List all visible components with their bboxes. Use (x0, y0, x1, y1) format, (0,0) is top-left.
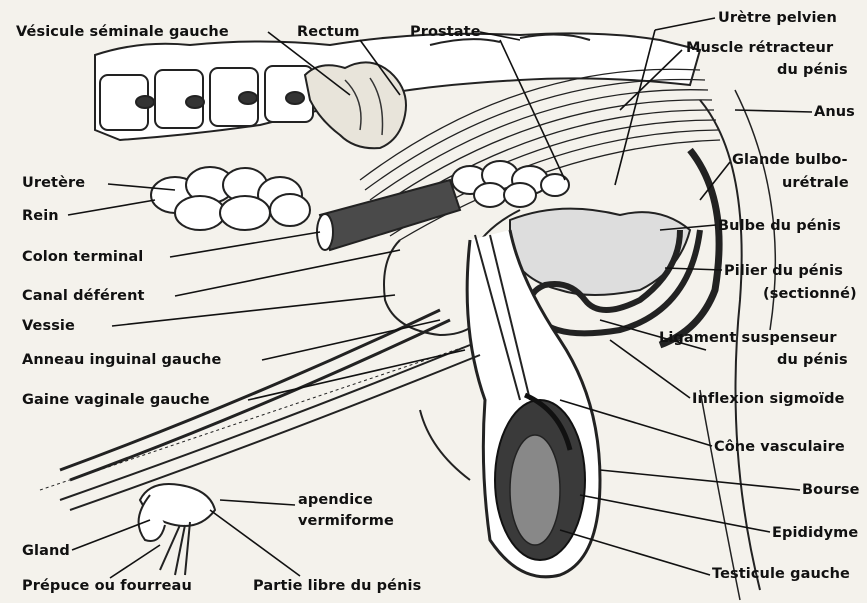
kidney-shape (151, 167, 310, 230)
label-anus: Anus (814, 104, 855, 120)
label-rein: Rein (22, 208, 59, 224)
label-partie-libre: Partie libre du pénis (253, 578, 421, 594)
label-ligament-line1: Ligament suspenseur (659, 330, 837, 346)
vesicle-lobes (452, 161, 569, 207)
label-muscle-retracteur-line1: Muscle rétracteur (686, 40, 833, 56)
prepuce-shape (139, 484, 215, 575)
label-pilier-penis-line1: Pilier du pénis (724, 263, 843, 279)
label-uretere: Uretère (22, 175, 85, 191)
label-glande-bulbo-line1: Glande bulbo- (732, 152, 848, 168)
rectum-shape (305, 62, 406, 148)
label-uretre-pelvien: Urètre pelvien (718, 10, 837, 26)
label-bulbe-penis: Bulbe du pénis (718, 218, 841, 234)
label-gaine-vaginale: Gaine vaginale gauche (22, 392, 210, 408)
label-epididyme: Epididyme (772, 525, 858, 541)
label-cone-vasculaire: Cône vasculaire (714, 439, 845, 455)
label-muscle-retracteur-line2: du pénis (777, 62, 848, 78)
label-glande-bulbo-line2: urétrale (782, 175, 849, 191)
label-testicule-gauche: Testicule gauche (712, 566, 850, 582)
label-bourse: Bourse (802, 482, 860, 498)
label-vesicule-seminale: Vésicule séminale gauche (16, 24, 229, 40)
label-prostate: Prostate (410, 24, 481, 40)
label-apendice-line2: vermiforme (298, 513, 394, 529)
label-prepuce: Prépuce ou fourreau (22, 578, 192, 594)
label-apendice-line1: apendice (298, 492, 373, 508)
label-canal-deferent: Canal déférent (22, 288, 145, 304)
label-anneau-inguinal: Anneau inguinal gauche (22, 352, 221, 368)
colon-tube (320, 180, 460, 250)
label-vessie: Vessie (22, 318, 75, 334)
label-gland: Gland (22, 543, 70, 559)
label-colon-terminal: Colon terminal (22, 249, 143, 265)
label-ligament-line2: du pénis (777, 352, 848, 368)
label-rectum: Rectum (297, 24, 360, 40)
label-pilier-penis-line2: (sectionné) (763, 286, 857, 302)
label-inflexion-sigmoide: Inflexion sigmoïde (692, 391, 845, 407)
